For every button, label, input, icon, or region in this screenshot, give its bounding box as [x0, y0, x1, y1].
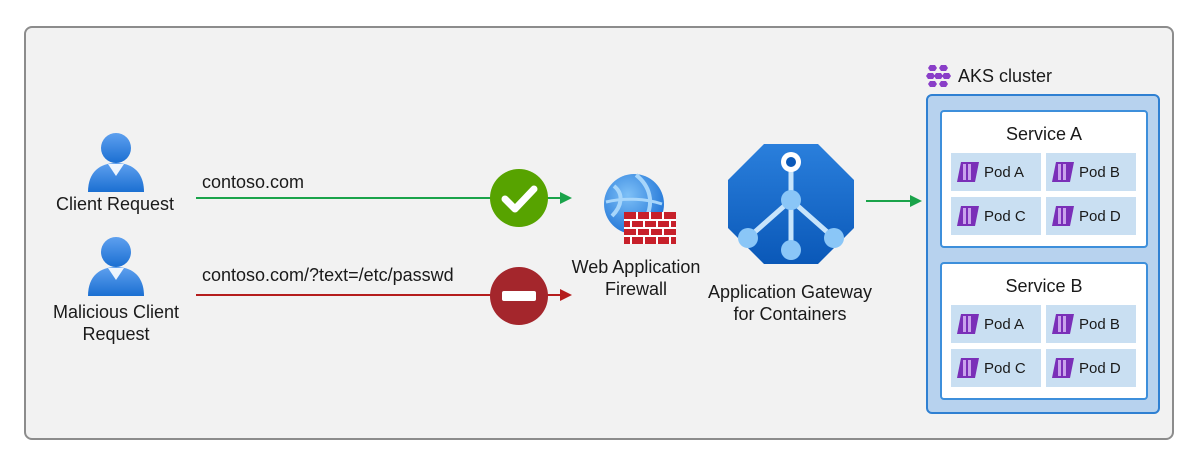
gateway-label-line1: Application Gateway [707, 282, 873, 302]
blocked-icon [490, 267, 548, 325]
waf-label: Web Application Firewall [560, 256, 712, 300]
pod-label: Pod C [984, 359, 1026, 377]
pod-icon [1052, 162, 1074, 182]
pod-icon [957, 162, 979, 182]
aks-cluster-title: AKS cluster [958, 66, 1053, 86]
pod-label: Pod A [984, 315, 1025, 333]
service-a-pod: Pod B [1046, 153, 1136, 191]
pod-label: Pod A [984, 163, 1025, 181]
pod-icon [957, 358, 979, 378]
service-a-pod: Pod D [1046, 197, 1136, 235]
pod-icon [1052, 358, 1074, 378]
pod-label: Pod D [1079, 207, 1121, 225]
service-b-pod: Pod B [1046, 305, 1136, 343]
aks-cluster-icon [926, 65, 951, 87]
app-gateway-icon [728, 144, 854, 264]
pod-icon [1052, 206, 1074, 226]
waf-label-line1: Web Application [571, 257, 701, 277]
malicious-label-line2: Request [82, 324, 150, 344]
service-a-pod: Pod C [951, 197, 1041, 235]
service-b-title: Service B [1005, 276, 1083, 296]
service-b-pod: Pod C [951, 349, 1041, 387]
client-user-icon [88, 133, 144, 192]
normal-url-label: contoso.com [202, 172, 305, 192]
pod-icon [1052, 314, 1074, 334]
service-a-title: Service A [1005, 124, 1083, 144]
pod-icon [957, 206, 979, 226]
pod-icon [957, 314, 979, 334]
gateway-label: Application Gateway for Containers [700, 281, 880, 325]
gateway-label-line2: for Containers [733, 304, 847, 324]
service-b-pod: Pod A [951, 305, 1041, 343]
gateway-to-cluster-arrow [866, 195, 922, 207]
pod-label: Pod D [1079, 359, 1121, 377]
pod-label: Pod C [984, 207, 1026, 225]
malicious-url-label: contoso.com/?text=/etc/passwd [202, 265, 454, 285]
malicious-client-label: Malicious Client Request [30, 301, 202, 345]
firewall-globe-icon [604, 173, 676, 244]
client-request-label: Client Request [55, 194, 175, 214]
waf-label-line2: Firewall [604, 279, 667, 299]
malicious-user-icon [88, 237, 144, 296]
service-b-pod: Pod D [1046, 349, 1136, 387]
service-a-pod: Pod A [951, 153, 1041, 191]
allowed-check-icon [490, 169, 548, 227]
pod-label: Pod B [1079, 163, 1120, 181]
malicious-label-line1: Malicious Client [52, 302, 180, 322]
pod-label: Pod B [1079, 315, 1120, 333]
